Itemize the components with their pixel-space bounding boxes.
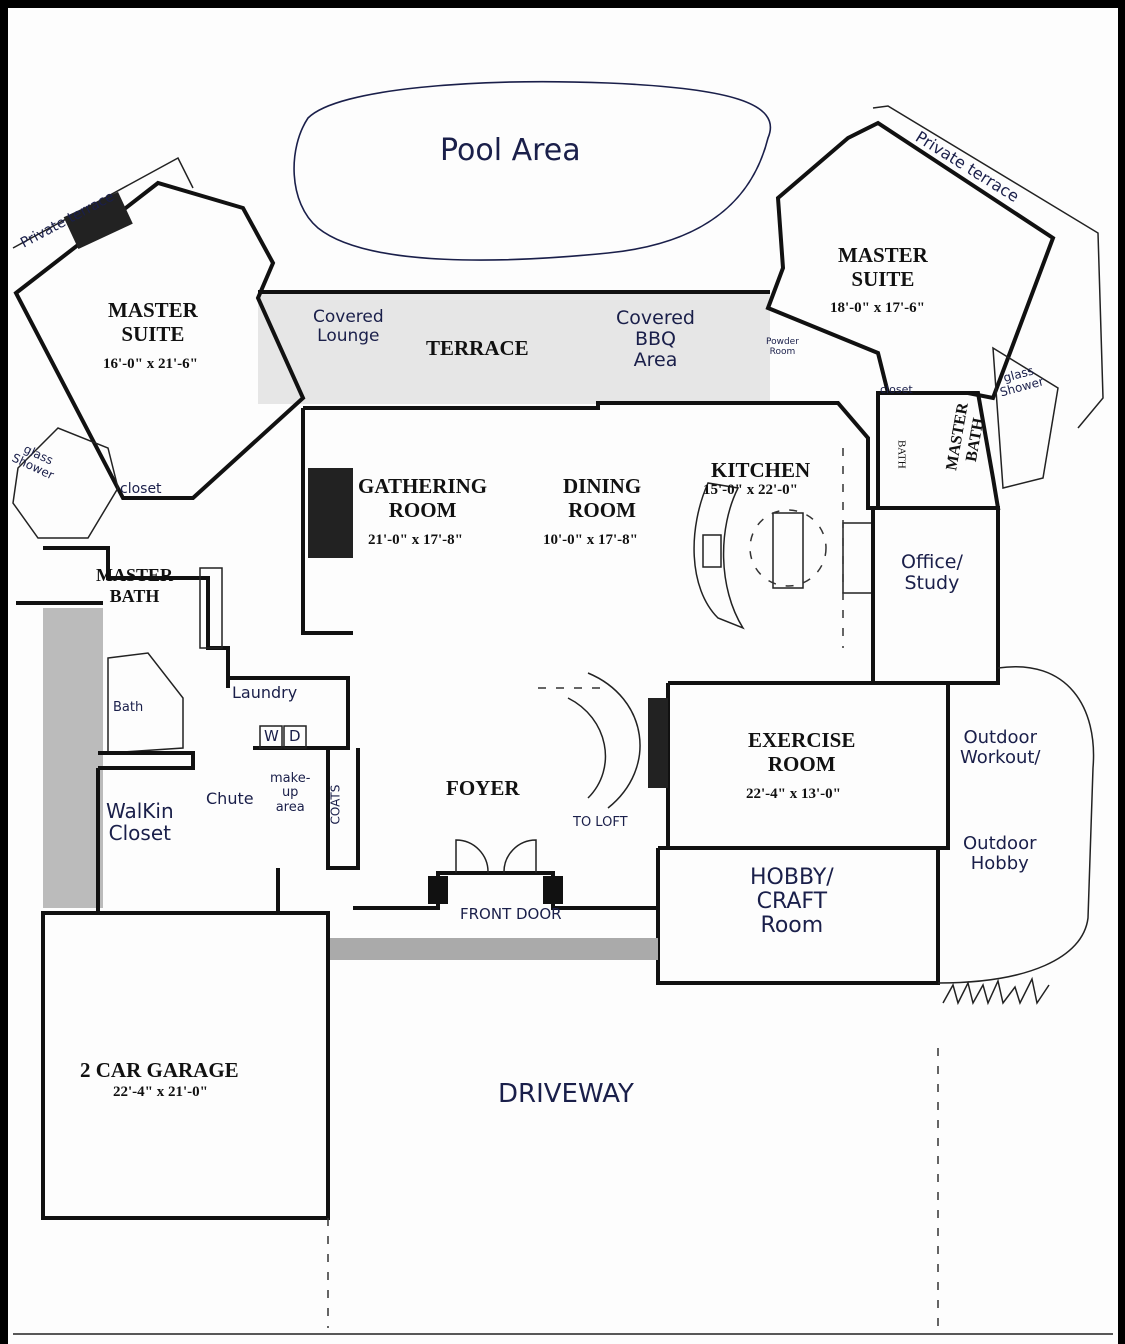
walkin-closet-label: WalKin Closet: [106, 799, 174, 845]
kitchen-island: [772, 512, 804, 589]
dryer-label: D: [289, 727, 301, 745]
tub: [107, 652, 184, 754]
left-master-suite-dims: 16'-0" x 21'-6": [103, 356, 198, 372]
terrace-label: TERRACE: [426, 336, 529, 360]
front-door-label: FRONT DOOR: [460, 905, 562, 923]
vanity-sinks: [199, 567, 223, 649]
pool-outline: [293, 80, 772, 261]
left-master-suite-walls: [13, 180, 306, 500]
exercise-room-name: EXERCISE ROOM: [748, 728, 856, 777]
front-door-swing: [455, 839, 537, 874]
cooktop: [842, 522, 874, 594]
front-door-jamb-right: [543, 876, 563, 904]
stair-outer-curve: [587, 672, 641, 809]
office-walls: [871, 506, 1000, 685]
tub-label: Bath: [113, 700, 144, 715]
right-glass-shower: [992, 346, 1059, 489]
dining-room-dims: 10'-0" x 17'-8": [543, 532, 638, 548]
coats-label: COATS: [328, 784, 343, 825]
covered-bbq-label: Covered BBQ Area: [616, 307, 695, 371]
left-master-suite-name: MASTER SUITE: [108, 298, 198, 347]
office-study-label: Office/ Study: [901, 551, 963, 594]
powder-room-label: Powder Room: [766, 337, 799, 357]
left-master-bath-label: MASTER BATH: [96, 565, 174, 606]
side-wall-hatched: [43, 608, 103, 908]
garage-name: 2 CAR GARAGE: [80, 1058, 239, 1082]
laundry-label: Laundry: [232, 683, 298, 702]
walkin-wall: [98, 751, 195, 770]
stair-inner-curve: [567, 697, 607, 799]
washer-label: W: [264, 727, 279, 745]
pool-area-label: Pool Area: [440, 133, 581, 168]
outdoor-hobby-label: Outdoor Hobby: [963, 833, 1037, 874]
dining-room-name: DINING ROOM: [563, 474, 642, 523]
front-door-jamb-left: [428, 876, 448, 904]
right-master-suite-dims: 18'-0" x 17'-6": [830, 300, 925, 316]
gathering-west-wall: [301, 408, 353, 635]
hobby-craft-room-label: HOBBY/ CRAFT Room: [750, 865, 834, 939]
coats-closet-walls: [326, 748, 360, 870]
to-loft-label: TO LOFT: [573, 815, 628, 830]
foyer-label: FOYER: [446, 776, 520, 800]
outdoor-workout-label: Outdoor Workout/: [960, 727, 1041, 768]
terrace-paving: [258, 292, 770, 404]
front-porch-band: [328, 938, 658, 960]
shrubs: [942, 976, 1050, 1006]
driveway-label: DRIVEWAY: [498, 1079, 634, 1109]
right-master-bath-walls: [876, 391, 1001, 510]
kitchen-curved-counter: [693, 482, 745, 630]
floor-plan-sheet: Pool Area Private terrace Private terrac…: [8, 8, 1118, 1344]
small-bath-label: BATH: [895, 439, 908, 469]
outdoor-workout-outline: [937, 666, 1095, 984]
left-glass-shower: [12, 427, 119, 539]
left-master-bath-walls: [43, 546, 230, 688]
gathering-room-dims: 21'-0" x 17'-8": [368, 532, 463, 548]
stair-wall-solid: [648, 698, 668, 788]
dryer-box: [283, 725, 307, 749]
left-closet-label: closet: [120, 481, 162, 497]
floor-plan-drawing: [12, 80, 1113, 1335]
left-fireplace: [63, 191, 133, 249]
garage-dims: 22'-4" x 21'-0": [113, 1084, 208, 1100]
foyer-front-wall: [353, 871, 658, 910]
right-closet-label: closet: [880, 383, 913, 396]
exercise-room-walls: [666, 681, 950, 850]
chute-label: Chute: [206, 789, 254, 808]
kitchen-dims: 15'-0" x 22'-0": [703, 482, 798, 498]
right-master-suite-name: MASTER SUITE: [838, 243, 928, 292]
garage-walls: [41, 911, 330, 1220]
kitchen-sink: [702, 534, 722, 568]
washer-box: [259, 725, 283, 749]
gathering-room-name: GATHERING ROOM: [358, 474, 488, 523]
covered-lounge-label: Covered Lounge: [313, 307, 384, 346]
gathering-fireplace: [308, 468, 353, 558]
right-private-terrace-rail: [872, 105, 1104, 429]
exercise-room-dims: 22'-4" x 13'-0": [746, 786, 841, 802]
island-dashed-outline: [749, 509, 827, 587]
makeup-area-label: make- up area: [270, 771, 311, 815]
kitchen-name: KITCHEN: [711, 458, 811, 482]
